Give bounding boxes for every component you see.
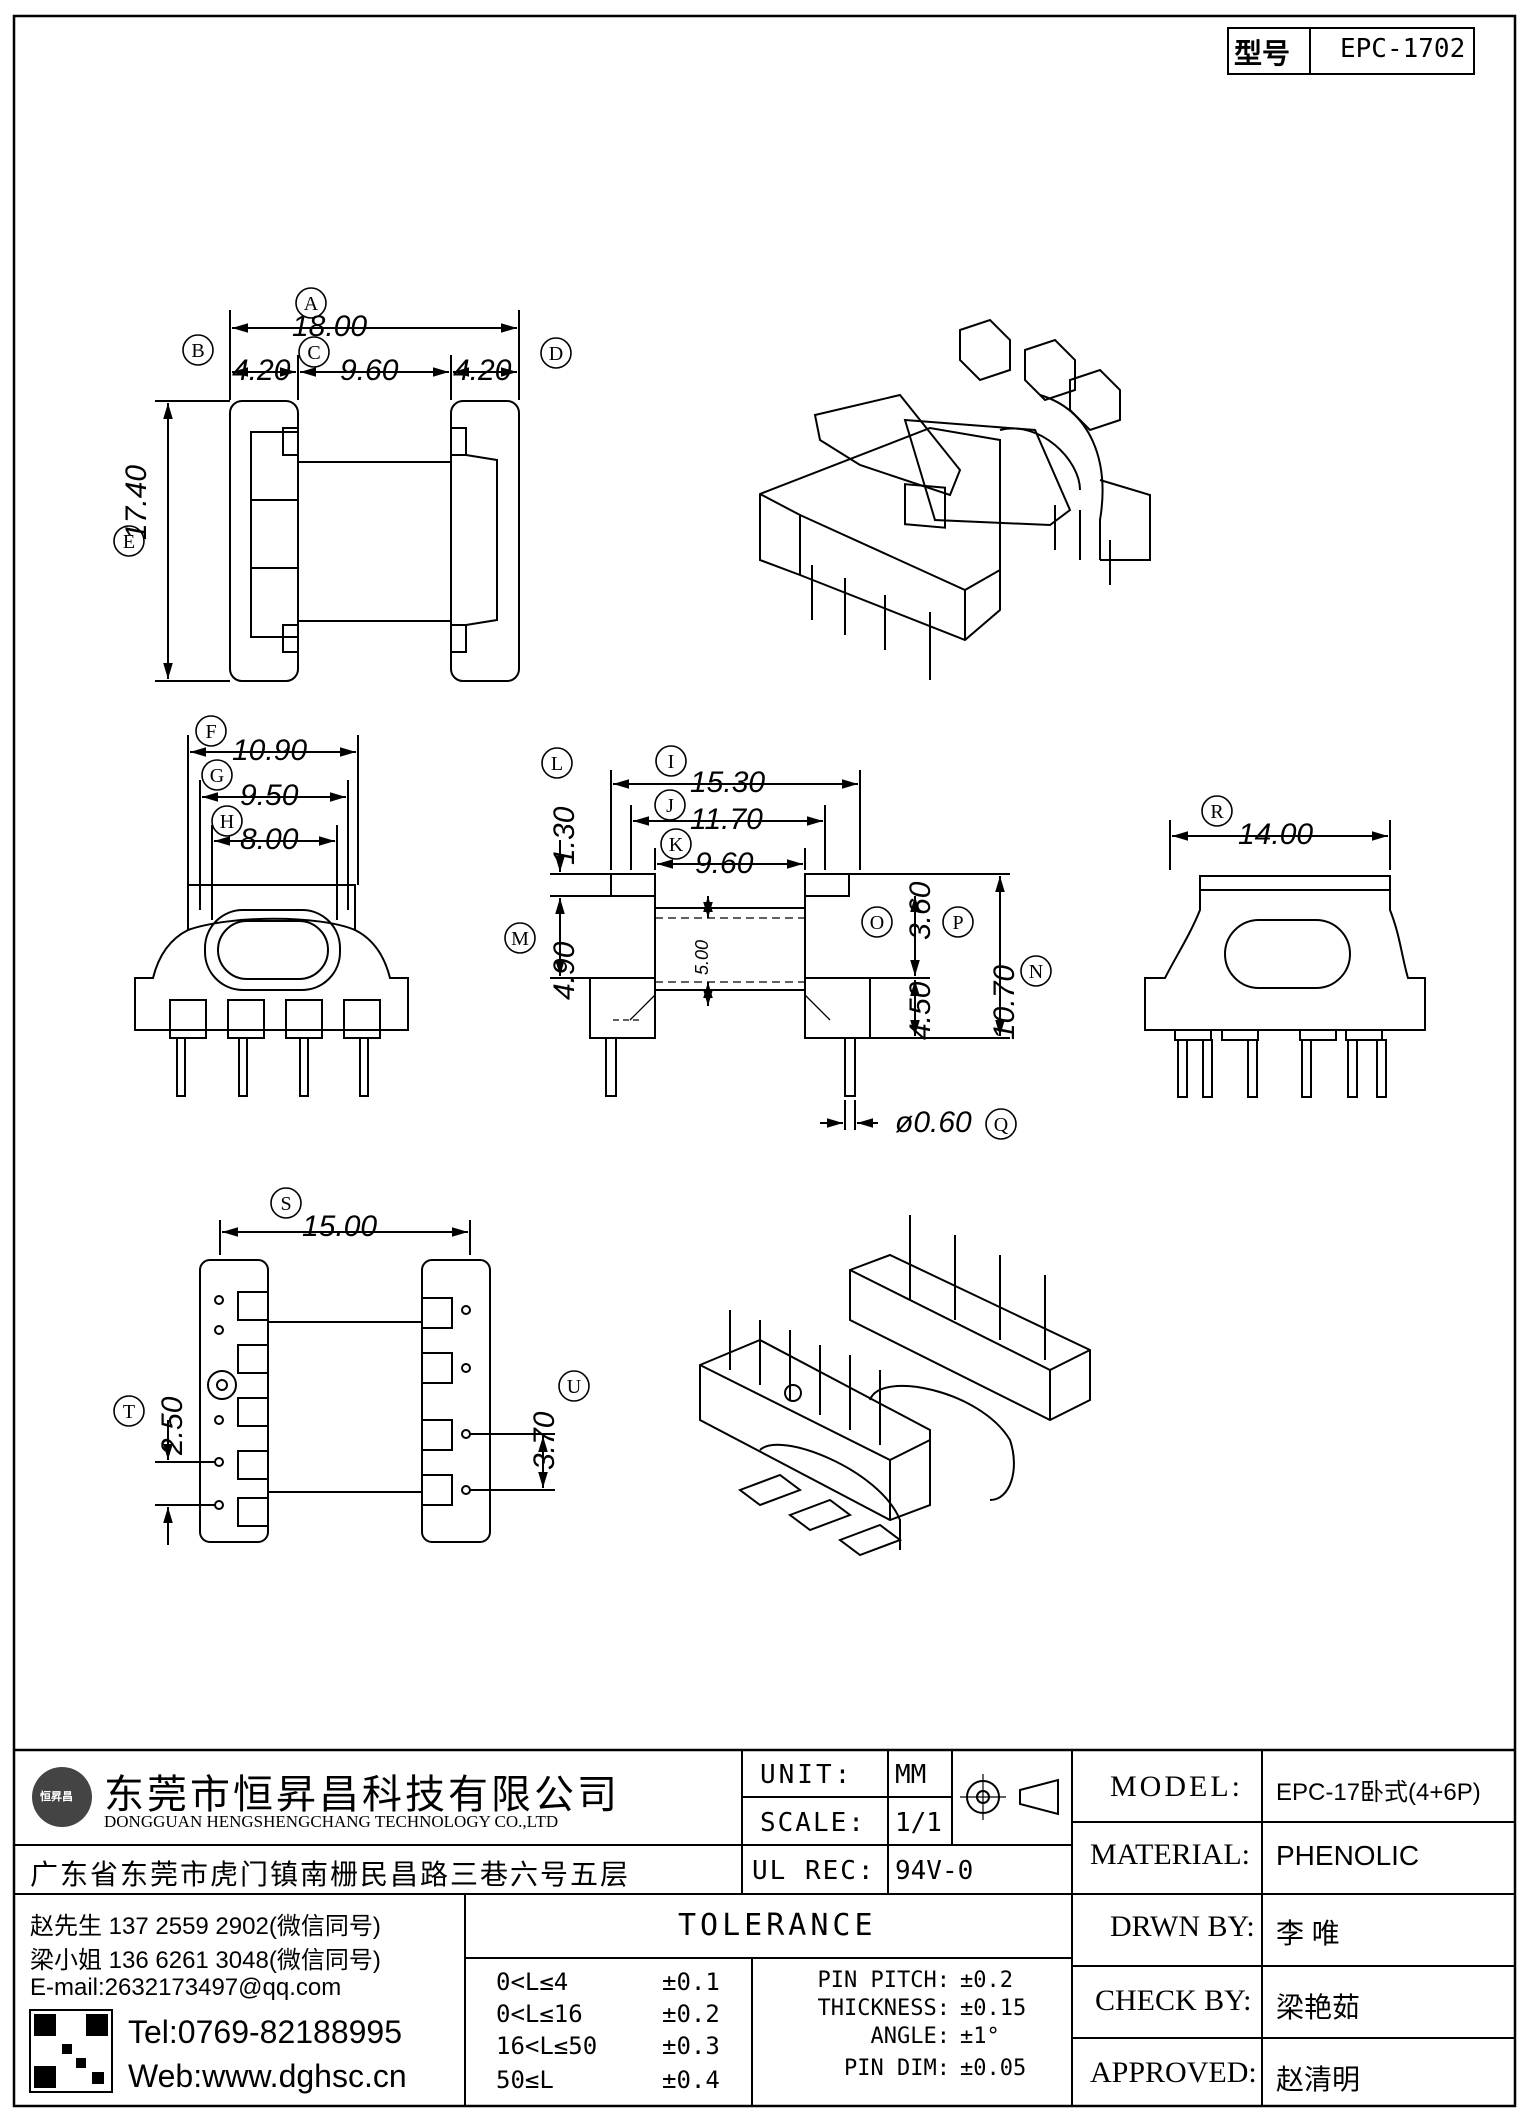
title-block-lines <box>14 1748 1515 2106</box>
svg-text:I: I <box>668 751 675 773</box>
approved-label: APPROVED: <box>1090 2056 1257 2089</box>
thickness-value: ±0.15 <box>960 1996 1027 2021</box>
thickness-label: THICKNESS: <box>817 1996 950 2021</box>
dim-inner: 5.00 <box>692 939 712 975</box>
svg-text:L: L <box>551 753 563 775</box>
svg-text:H: H <box>220 811 234 833</box>
dim-s: 15.00 <box>302 1210 378 1243</box>
svg-text:P: P <box>952 912 963 934</box>
tolerance-title: TOLERANCE <box>678 1908 877 1943</box>
material-value: PHENOLIC <box>1276 1840 1420 1871</box>
top-view <box>155 310 520 682</box>
company-name-en: DONGGUAN HENGSHENGCHANG TECHNOLOGY CO.,L… <box>104 1812 559 1831</box>
contact-2: 梁小姐 136 6261 3048(微信同号) <box>30 1947 381 1974</box>
dim-d: 4.20 <box>453 354 512 387</box>
svg-text:Q: Q <box>994 1114 1009 1136</box>
scale-value: 1/1 <box>895 1808 942 1838</box>
dim-t: 2.50 <box>156 1396 189 1455</box>
contact-email: E-mail:2632173497@qq.com <box>30 1974 342 2001</box>
material-label: MATERIAL: <box>1090 1838 1250 1871</box>
svg-text:F: F <box>205 721 216 743</box>
dim-m: 4.90 <box>548 941 581 1000</box>
svg-text:R: R <box>1210 801 1224 823</box>
svg-text:B: B <box>191 340 204 362</box>
pin-dim-label: PIN DIM: <box>844 2056 950 2081</box>
check-by-label: CHECK BY: <box>1095 1984 1252 2017</box>
svg-text:E: E <box>123 531 135 553</box>
unit-label: UNIT: <box>760 1760 854 1790</box>
tol-range-4: 50≤L <box>496 2066 554 2094</box>
tol-range-3: 16<L≤50 <box>496 2032 598 2060</box>
dim-q: ø0.60 <box>895 1106 972 1139</box>
dim-h: 8.00 <box>240 823 299 856</box>
svg-text:D: D <box>549 343 563 365</box>
svg-text:K: K <box>669 834 684 856</box>
tol-range-2: 0<L≤16 <box>496 2000 583 2028</box>
svg-text:M: M <box>511 928 529 950</box>
scale-label: SCALE: <box>760 1808 866 1838</box>
model-tag-value: EPC-1702 <box>1340 34 1466 64</box>
contact-web: Web:www.dghsc.cn <box>128 2058 407 2094</box>
model-label: MODEL: <box>1110 1770 1243 1803</box>
qr-code-icon <box>30 2010 112 2092</box>
svg-text:N: N <box>1029 961 1043 983</box>
tol-value-2: ±0.2 <box>662 2000 720 2028</box>
contact-tel: Tel:0769-82188995 <box>128 2014 403 2050</box>
pin-pitch-label: PIN PITCH: <box>817 1968 950 1993</box>
company-name-cn: 东莞市恒昇昌科技有限公司 <box>104 1773 620 1817</box>
angle-value: ±1° <box>960 2024 1000 2049</box>
dim-g: 9.50 <box>240 779 299 812</box>
svg-text:U: U <box>567 1376 582 1398</box>
dim-e: 17.40 <box>120 464 153 540</box>
approved-value: 赵清明 <box>1276 2064 1361 2095</box>
dim-b: 4.20 <box>232 354 291 387</box>
model-value: EPC-17卧式(4+6P) <box>1276 1779 1481 1806</box>
dim-n: 10.70 <box>988 964 1021 1040</box>
dim-j: 11.70 <box>690 803 763 836</box>
dim-c: 9.60 <box>340 354 399 387</box>
unit-value: MM <box>895 1760 927 1790</box>
ulrec-label: UL REC: <box>752 1856 876 1886</box>
iso-view-2 <box>699 1215 1091 1557</box>
dim-u: 3.70 <box>528 1411 561 1470</box>
svg-text:S: S <box>280 1193 291 1215</box>
svg-text:O: O <box>870 912 884 934</box>
side-view-right <box>1144 820 1426 1098</box>
dim-o: 3.60 <box>904 881 937 940</box>
ulrec-value: 94V-0 <box>895 1856 974 1886</box>
tol-value-4: ±0.4 <box>662 2066 720 2094</box>
contact-1: 赵先生 137 2559 2902(微信同号) <box>30 1913 381 1940</box>
svg-text:J: J <box>666 795 674 817</box>
check-by-value: 梁艳茹 <box>1276 1992 1361 2023</box>
side-view-left <box>134 735 409 1097</box>
pin-pitch-value: ±0.2 <box>960 1968 1013 1993</box>
svg-text:G: G <box>210 765 224 787</box>
angle-label: ANGLE: <box>870 2024 950 2049</box>
bottom-view <box>155 1220 555 1545</box>
dim-a: 18.00 <box>292 310 368 343</box>
drawn-by-label: DRWN BY: <box>1110 1910 1255 1943</box>
iso-view-1 <box>759 318 1151 680</box>
svg-text:T: T <box>123 1401 135 1423</box>
svg-text:C: C <box>307 342 320 364</box>
projection-symbol-icon <box>968 1780 1063 1814</box>
tol-value-1: ±0.1 <box>662 1968 720 1996</box>
company-address: 广东省东莞市虎门镇南栅民昌路三巷六号五层 <box>30 1859 631 1890</box>
dim-i: 15.30 <box>690 766 766 799</box>
dim-k: 9.60 <box>695 847 754 880</box>
svg-text:A: A <box>304 293 319 315</box>
tol-value-3: ±0.3 <box>662 2032 720 2060</box>
front-view <box>550 770 1010 1130</box>
company-logo: 恒昇昌 <box>40 1791 73 1803</box>
dim-l: 1.30 <box>548 806 581 865</box>
pin-dim-value: ±0.05 <box>960 2056 1027 2081</box>
dim-r: 14.00 <box>1238 818 1314 851</box>
dim-f: 10.90 <box>232 734 308 767</box>
drawn-by-value: 李 唯 <box>1276 1918 1340 1949</box>
tol-range-1: 0<L≤4 <box>496 1968 569 1996</box>
dim-p: 4.50 <box>904 981 937 1040</box>
model-tag-label: 型号 <box>1234 38 1291 69</box>
